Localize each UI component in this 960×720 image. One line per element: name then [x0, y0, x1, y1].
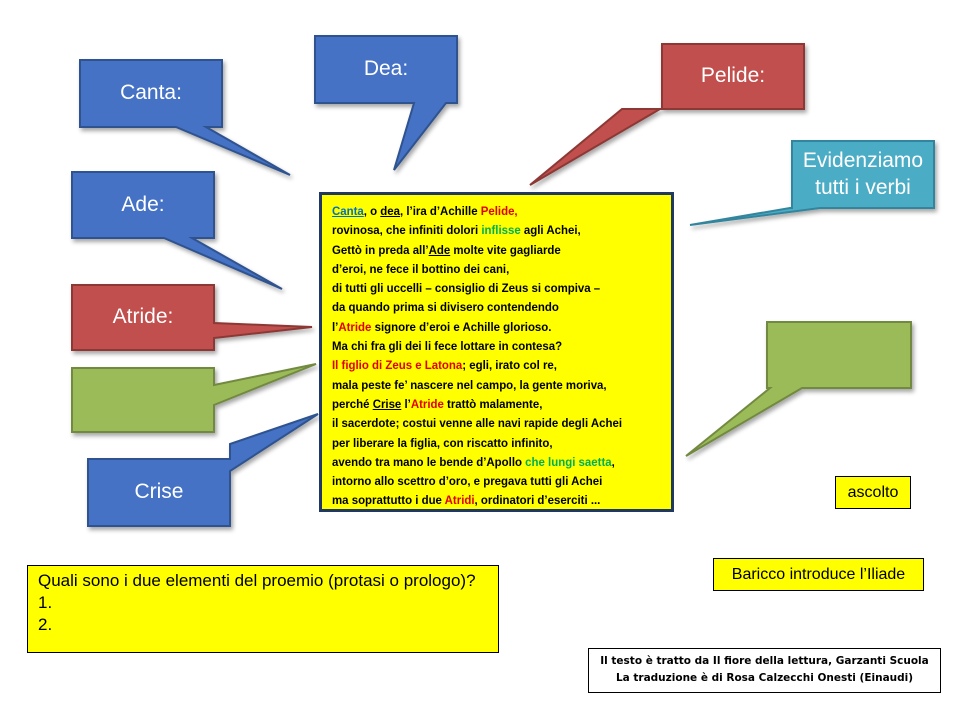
- poem-line-2: rovinosa, che infiniti dolori inflisse a…: [332, 221, 647, 240]
- poem-text: avendo tra mano le bende d’Apollo: [332, 454, 526, 469]
- poem-box: Canta, o dea, l’ira d’Achille Pelide, ro…: [319, 192, 674, 512]
- question-box: Quali sono i due elementi del proemio (p…: [27, 565, 499, 653]
- source-line-2: La traduzione è di Rosa Calzecchi Onesti…: [615, 672, 914, 684]
- poem-text: l’: [401, 396, 411, 411]
- phrase-figlio-zeus: Il figlio di Zeus e Latona: [332, 358, 463, 373]
- callout-dea: [314, 35, 458, 171]
- callout-ade: [71, 171, 283, 290]
- poem-text: ; egli, irato col re,: [462, 358, 557, 373]
- poem-text: agli Achei,: [520, 223, 581, 238]
- poem-line-1: Canta, o dea, l’ira d’Achille Pelide,: [332, 202, 647, 221]
- poem-line-16: ma soprattutto i due Atridi, ordinatori …: [332, 491, 647, 510]
- callout-pelide: [529, 43, 805, 186]
- question-item-2: 2.: [38, 615, 53, 634]
- word-atride: Atride: [410, 396, 444, 411]
- baricco-link-button[interactable]: Baricco introduce l’Iliade: [713, 558, 924, 591]
- callout-green-right: [685, 321, 912, 457]
- verb-inflisse: inflisse: [481, 223, 521, 238]
- callout-evidenziamo: [689, 140, 935, 226]
- poem-text: trattò malamente,: [443, 396, 543, 411]
- poem-text: , l’ira d’Achille: [400, 204, 481, 218]
- poem-line-4: d’eroi, ne fece il bottino dei cani,: [332, 261, 510, 276]
- poem-line-12: il sacerdote; costui venne alle navi rap…: [332, 416, 623, 431]
- poem-line-11: perché Crise l’Atride trattò malamente,: [332, 395, 647, 414]
- poem-text: rovinosa, che infiniti dolori: [332, 223, 482, 238]
- poem-text: Gettò in preda all’: [332, 242, 429, 257]
- baricco-label: Baricco introduce l’Iliade: [731, 565, 906, 583]
- poem-line-15: intorno allo scettro d’oro, e pregava tu…: [332, 474, 603, 489]
- poem-text: perché: [332, 396, 373, 411]
- poem-line-9: Il figlio di Zeus e Latona; egli, irato …: [332, 356, 647, 375]
- ascolto-label: ascolto: [847, 483, 899, 501]
- source-note: Il testo è tratto da Il fiore della lett…: [588, 648, 941, 693]
- poem-line-7: l’Atride signore d’eroi e Achille glorio…: [332, 318, 647, 337]
- word-atridi: Atridi: [444, 493, 475, 508]
- word-crise: Crise: [372, 396, 402, 411]
- poem-text: ma soprattutto i due: [332, 493, 445, 508]
- word-atride: Atride: [338, 319, 372, 334]
- question-title: Quali sono i due elementi del proemio (p…: [38, 571, 476, 590]
- poem-line-5: di tutti gli uccelli – consiglio di Zeus…: [332, 281, 601, 296]
- poem-line-10: mala peste fe’ nascere nel campo, la gen…: [332, 377, 607, 392]
- phrase-lungi-saetta: che lungi saetta: [525, 454, 612, 469]
- source-line-1: Il testo è tratto da Il fiore della lett…: [600, 655, 929, 667]
- poem-text: molte vite gagliarde: [450, 242, 561, 257]
- word-ade: Ade: [428, 242, 451, 257]
- poem-line-3: Gettò in preda all’Ade molte vite gaglia…: [332, 241, 647, 260]
- question-item-1: 1.: [38, 593, 53, 612]
- poem-text: l’: [332, 319, 339, 334]
- callout-crise: [87, 413, 319, 527]
- callout-canta: [79, 59, 291, 176]
- ascolto-link-button[interactable]: ascolto: [835, 476, 911, 509]
- verb-canta: Canta: [332, 204, 364, 218]
- callout-green-left: [71, 363, 317, 433]
- word-dea: dea: [380, 204, 401, 218]
- word-pelide: Pelide,: [480, 204, 518, 218]
- poem-text: , ordinatori d’eserciti ...: [474, 493, 601, 508]
- poem-line-6: da quando prima si divisero contendendo: [332, 300, 559, 315]
- callout-atride: [71, 284, 313, 351]
- poem-line-8: Ma chi fra gli dei li fece lottare in co…: [332, 339, 563, 354]
- poem-text: signore d’eroi e Achille glorioso.: [371, 319, 552, 334]
- poem-text: ,: [611, 454, 615, 469]
- poem-line-14: avendo tra mano le bende d’Apollo che lu…: [332, 453, 647, 472]
- poem-text: , o: [363, 204, 381, 218]
- poem-line-13: per liberare la figlia, con riscatto inf…: [332, 435, 553, 450]
